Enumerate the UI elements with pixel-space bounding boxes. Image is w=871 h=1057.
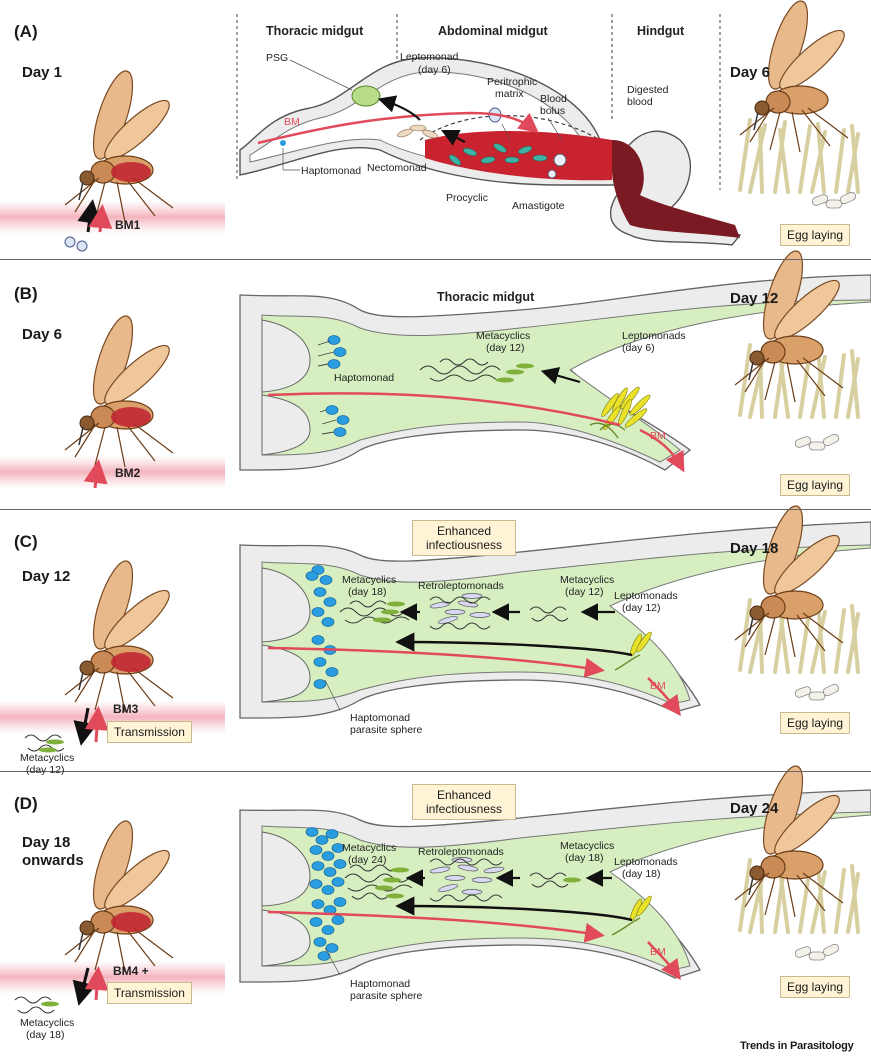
sandfly-b: [65, 312, 176, 467]
eggs-a: [811, 191, 857, 208]
label-procyclic: Procyclic: [446, 192, 488, 204]
psg-green: [352, 86, 380, 106]
label-metacyclics-c1: Metacyclics: [342, 574, 396, 586]
label-metacyclics-d4: (day 18): [565, 852, 604, 864]
egg-laying-a: Egg laying: [780, 224, 850, 246]
sandfly-c: [65, 557, 176, 712]
label-metacyclics-c2: (day 18): [348, 586, 387, 598]
enhanced-line1-c: Enhanced: [415, 524, 513, 538]
haptomonad-small: [280, 140, 286, 146]
label-leptomonads-b1: Leptomonads: [622, 330, 686, 342]
title-b: Thoracic midgut: [437, 290, 534, 304]
label-bm-c: BM: [650, 680, 666, 692]
sandfly-right-b: [735, 247, 846, 402]
panel-letter-d: (D): [14, 794, 38, 814]
label-retroleptomonads-d: Retroleptomonads: [418, 846, 504, 858]
sandfly-d: [65, 817, 176, 972]
section-thoracic-a: Thoracic midgut: [266, 24, 363, 38]
egg-laying-c: Egg laying: [780, 712, 850, 734]
feed-band-a: [0, 200, 225, 234]
enhanced-infectiousness-d: Enhanced infectiousness: [412, 784, 516, 820]
enhanced-line2-c: infectiousness: [415, 538, 513, 552]
bm-label-c: BM3: [113, 702, 138, 716]
panel-letter-a: (A): [14, 22, 38, 42]
label-metacyclics-c4: (day 12): [565, 586, 604, 598]
section-hindgut-a: Hindgut: [637, 24, 684, 38]
day-right-d: Day 24: [730, 800, 778, 817]
section-abdominal-a: Abdominal midgut: [438, 24, 548, 38]
amastigote-cell: [554, 154, 566, 166]
label-metacyclics-b2: (day 12): [486, 342, 525, 354]
label-metacyclics-d2: (day 24): [348, 854, 387, 866]
panel-divider-cd: [0, 771, 871, 772]
label-sphere-c1: Haptomonad: [350, 712, 410, 724]
label-leptomonads-d1: Leptomonads: [614, 856, 678, 868]
bm-label-b: BM2: [115, 466, 140, 480]
bm-label-d: BM4 +: [113, 964, 149, 978]
label-metacyclics-b1: Metacyclics: [476, 330, 530, 342]
sandfly-a: [65, 67, 176, 222]
egg-laying-d: Egg laying: [780, 976, 850, 998]
label-out-c2: (day 12): [26, 764, 65, 776]
label-leptomonads-c1: Leptomonads: [614, 590, 678, 602]
label-out-c1: Metacyclics: [20, 752, 74, 764]
label-sphere-c2: parasite sphere: [350, 724, 422, 736]
panel-divider-ab: [0, 259, 871, 260]
label-leptomonads-c2: (day 12): [622, 602, 661, 614]
day-right-c: Day 18: [730, 540, 778, 557]
label-psg: PSG: [266, 52, 288, 64]
transmission-d: Transmission: [107, 982, 192, 1004]
label-peritrophic-2: matrix: [495, 88, 524, 100]
panel-letter-b: (B): [14, 284, 38, 304]
label-haptomonad-a: Haptomonad: [301, 165, 361, 177]
label-sphere-d2: parasite sphere: [350, 990, 422, 1002]
label-out-d2: (day 18): [26, 1029, 65, 1041]
day-right-a: Day 6: [730, 64, 770, 81]
day-left-d1: Day 18: [22, 834, 70, 852]
journal-footer: Trends in Parasitology: [740, 1040, 854, 1052]
label-blood-2: bolus: [540, 105, 565, 117]
label-amastigote: Amastigote: [512, 200, 565, 212]
sandfly-right-d: [735, 762, 846, 917]
day-left-d2: onwards: [22, 852, 84, 870]
label-metacyclics-c3: Metacyclics: [560, 574, 614, 586]
label-bm-d: BM: [650, 946, 666, 958]
label-haptomonad-b: Haptomonad: [334, 372, 394, 384]
day-left-a: Day 1: [22, 64, 62, 82]
label-peritrophic-1: Peritrophic: [487, 76, 537, 88]
label-bm-b: BM: [650, 430, 666, 442]
label-bm-a: BM: [284, 116, 300, 128]
label-digested-2: blood: [627, 96, 653, 108]
label-leptomonad-a: Leptomonad: [400, 51, 458, 63]
label-leptomonads-b2: (day 6): [622, 342, 655, 354]
label-out-d1: Metacyclics: [20, 1017, 74, 1029]
label-leptomonads-d2: (day 18): [622, 868, 661, 880]
panel-letter-c: (C): [14, 532, 38, 552]
label-retroleptomonads-c: Retroleptomonads: [418, 580, 504, 592]
egg-laying-b: Egg laying: [780, 474, 850, 496]
label-metacyclics-d1: Metacyclics: [342, 842, 396, 854]
day-left-b: Day 6: [22, 326, 62, 344]
enhanced-line2-d: infectiousness: [415, 802, 513, 816]
label-metacyclics-d3: Metacyclics: [560, 840, 614, 852]
enhanced-infectiousness-c: Enhanced infectiousness: [412, 520, 516, 556]
label-nectomonad: Nectomonad: [367, 162, 427, 174]
label-sphere-d1: Haptomonad: [350, 978, 410, 990]
label-leptomonad-day-a: (day 6): [418, 64, 451, 76]
day-right-b: Day 12: [730, 290, 778, 307]
bm-label-a: BM1: [115, 218, 140, 232]
label-blood-1: Blood: [540, 93, 567, 105]
panel-divider-bc: [0, 509, 871, 510]
day-left-c: Day 12: [22, 568, 70, 586]
transmission-c: Transmission: [107, 721, 192, 743]
label-digested-1: Digested: [627, 84, 668, 96]
enhanced-line1-d: Enhanced: [415, 788, 513, 802]
